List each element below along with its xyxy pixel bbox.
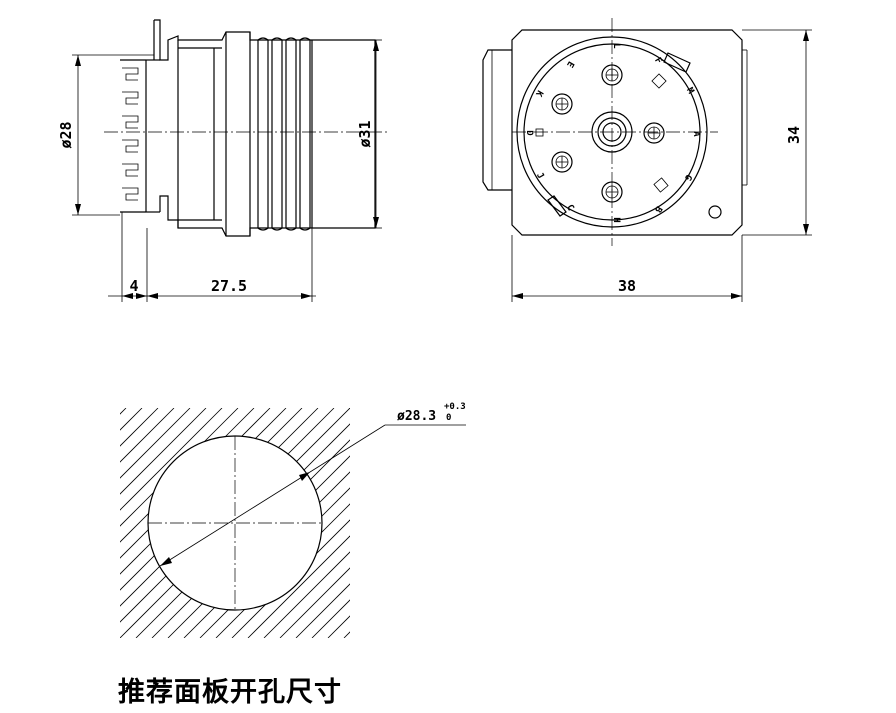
dim-height-34: 34 [785,126,803,144]
front-view: L F M A G B H C J D K E 34 38 [482,18,812,302]
pin-label-H: H [611,217,621,222]
pin-label-F: F [652,56,663,66]
cutout-caption: 推荐面板开孔尺寸 [118,677,342,708]
pin-label-C: C [564,203,575,213]
pin-label-J: J [534,171,545,181]
dim-dia-28: ø28 [57,121,75,148]
pin-label-G: G [682,172,693,182]
side-view: ø28 ø31 4 27.5 [57,19,388,302]
pin-contacts [551,64,665,203]
cutout-tolerance-lower: 0 [446,413,451,423]
dim-length-4: 4 [129,277,138,295]
cutout-tolerance-upper: +0.3 [444,402,466,412]
dim-width-38: 38 [618,277,636,295]
pin-label-A: A [691,131,701,137]
pin-label-M: M [684,86,696,96]
cutout-diameter: ø28.3 [397,409,436,424]
pin-label-B: B [652,204,664,214]
pin-label-K: K [533,88,545,98]
pin-labels: L F M A G B H C J D K E [524,43,701,222]
pin-label-L: L [611,43,621,49]
dim-dia-31: ø31 [356,120,374,147]
pin-label-D: D [524,130,534,136]
pin-label-E: E [564,59,575,69]
dim-length-27-5: 27.5 [211,277,247,295]
panel-cutout: ø28.3 +0.3 0 [120,402,466,638]
